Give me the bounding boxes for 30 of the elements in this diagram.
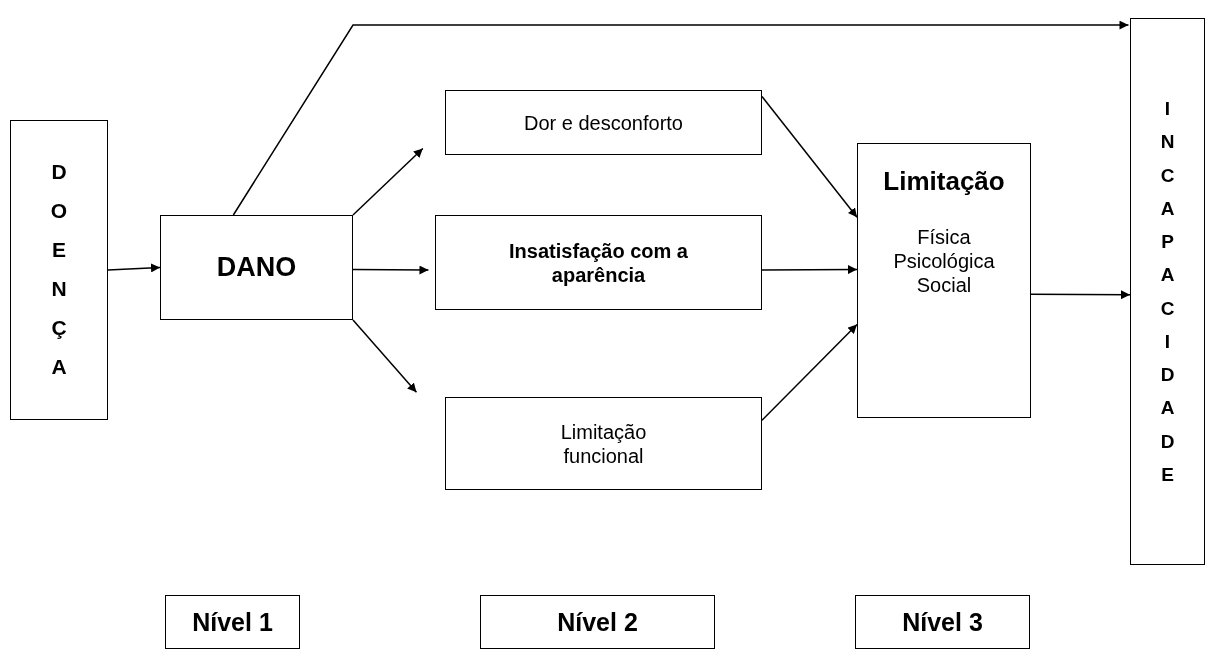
- level-box: [480, 595, 715, 649]
- box-title: Dor e desconforto: [524, 110, 683, 135]
- functional-limitation-box: [445, 397, 762, 490]
- box-title: Nível 1: [192, 607, 273, 637]
- box-title: Limitação: [883, 166, 1005, 198]
- vertical-label: INCAPACIDADE: [1160, 97, 1175, 487]
- arrow: [352, 147, 424, 216]
- arrow: [761, 323, 858, 421]
- vertical-label: DOENÇA: [50, 159, 68, 380]
- box-title: DANO: [216, 251, 297, 284]
- box-title: Limitação funcional: [559, 419, 648, 468]
- arrow: [1030, 290, 1131, 300]
- arrow: [352, 319, 418, 394]
- arrow: [107, 263, 161, 273]
- arrow: [352, 265, 430, 275]
- level-box: [855, 595, 1030, 649]
- arrow: [232, 20, 1130, 216]
- level-box: [165, 595, 300, 649]
- box-title: Insatisfação com a aparência: [508, 238, 689, 287]
- dissatisfaction-box: [435, 215, 762, 310]
- disease-box: [10, 120, 108, 420]
- pain-box: [445, 90, 762, 155]
- box-title: Nível 2: [557, 607, 638, 637]
- limitation-box: [857, 143, 1031, 418]
- box-title: Nível 3: [902, 607, 983, 637]
- arrow: [761, 265, 858, 275]
- arrow: [761, 95, 858, 218]
- disability-box: [1130, 18, 1205, 565]
- damage-box: [160, 215, 353, 320]
- box-text: Física Psicológica Social: [892, 225, 996, 298]
